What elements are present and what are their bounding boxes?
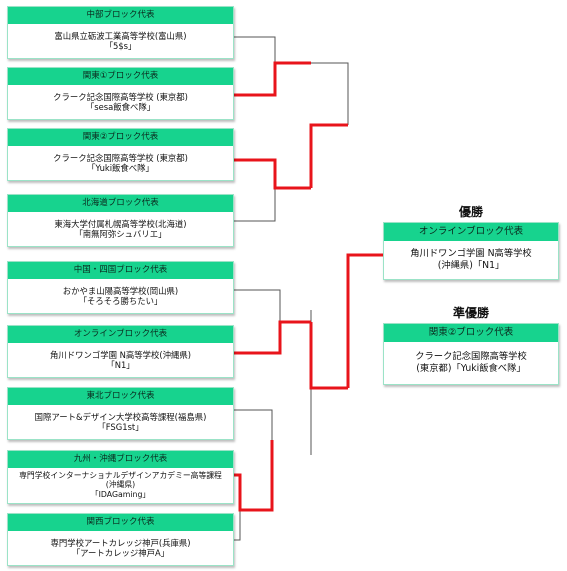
school-name: 専門学校インターナショナルデザインアカデミー高等課程(沖縄県) bbox=[19, 470, 222, 490]
line-kansai bbox=[234, 510, 241, 541]
line-chugoku bbox=[234, 289, 281, 322]
school-name: おかやま山陽高等学校(岡山県) bbox=[62, 285, 179, 296]
block-label: 中国・四国ブロック代表 bbox=[8, 262, 233, 279]
school-name: 専門学校アートカレッジ神戸(兵庫県) bbox=[50, 537, 191, 548]
team-card-online: オンラインブロック代表 角川ドワンゴ学園 N高等学校(沖縄県)「N1」 bbox=[7, 325, 234, 378]
team-name: 「アートカレッジ神戸A」 bbox=[71, 548, 170, 558]
runner-up-title: 準優勝 bbox=[452, 306, 489, 320]
school-name: 国際アート&デザイン大学校高等課程(福島県) bbox=[34, 411, 207, 422]
line-kyushu bbox=[234, 473, 274, 512]
winner-card: オンラインブロック代表 角川ドワンゴ学園 N高等学校(沖縄県)「N1」 bbox=[383, 222, 559, 280]
school-name: 角川ドワンゴ学園 N高等学校(沖縄県) bbox=[49, 349, 192, 360]
team-name: 「5$s」 bbox=[104, 41, 137, 51]
block-label: 中部ブロック代表 bbox=[8, 7, 233, 24]
team-name: 「FSG1st」 bbox=[97, 422, 144, 432]
runner-up-team: (東京都)「Yuki飯食べ隊」 bbox=[416, 363, 526, 374]
line-hokkaido bbox=[234, 188, 276, 222]
runner-up-school: クラーク記念国際高等学校 bbox=[415, 351, 527, 362]
team-card-kansai: 関西ブロック代表 専門学校アートカレッジ神戸(兵庫県)「アートカレッジ神戸A」 bbox=[7, 513, 234, 566]
runner-up-card: 関東②ブロック代表 クラーク記念国際高等学校(東京都)「Yuki飯食べ隊」 bbox=[383, 323, 559, 385]
block-label: 関東①ブロック代表 bbox=[8, 68, 233, 85]
team-card-chubu: 中部ブロック代表 富山県立砺波工業高等学校(富山県)「5$s」 bbox=[7, 6, 234, 59]
winner-block-label: オンラインブロック代表 bbox=[384, 223, 558, 241]
school-name: クラーク記念国際高等学校 (東京都) bbox=[53, 152, 188, 163]
line-final bbox=[346, 253, 385, 388]
team-card-chugoku: 中国・四国ブロック代表 おかやま山陽高等学校(岡山県)「そろそろ勝ちたい」 bbox=[7, 261, 234, 314]
loser-lines bbox=[234, 36, 349, 541]
block-label: オンラインブロック代表 bbox=[8, 326, 233, 343]
block-label: 東北ブロック代表 bbox=[8, 388, 233, 405]
team-name: 「そろそろ勝ちたい」 bbox=[78, 296, 163, 306]
line-r2-lower bbox=[309, 322, 348, 390]
line-tohoku bbox=[234, 409, 273, 440]
winner-title: 優勝 bbox=[458, 205, 483, 219]
team-card-kanto2: 関東②ブロック代表 クラーク記念国際高等学校 (東京都)「Yuki飯食べ隊」 bbox=[7, 128, 234, 181]
team-name: 「Yuki飯食べ隊」 bbox=[87, 163, 154, 173]
school-name: クラーク記念国際高等学校 (東京都) bbox=[53, 91, 188, 102]
block-label: 関東②ブロック代表 bbox=[8, 129, 233, 146]
line-r2-top bbox=[311, 62, 349, 125]
team-name: 「sesa飯食べ隊」 bbox=[85, 102, 156, 112]
team-name: 「南無阿弥シュバリエ」 bbox=[74, 229, 167, 239]
line-online bbox=[234, 320, 311, 355]
team-name: 「IDAGaming」 bbox=[90, 489, 151, 499]
runner-up-block-label: 関東②ブロック代表 bbox=[384, 324, 558, 342]
winner-lines bbox=[234, 61, 385, 512]
team-name: 「N1」 bbox=[106, 360, 135, 370]
block-label: 関西ブロック代表 bbox=[8, 514, 233, 531]
line-kanto2 bbox=[234, 158, 311, 190]
team-card-kanto1: 関東①ブロック代表 クラーク記念国際高等学校 (東京都)「sesa飯食べ隊」 bbox=[7, 67, 234, 120]
team-card-hokkaido: 北海道ブロック代表 東海大学付属札幌高等学校(北海道)「南無阿弥シュバリエ」 bbox=[7, 194, 234, 247]
winner-school: 角川ドワンゴ学園 N高等学校 bbox=[410, 248, 532, 259]
team-card-kyushu: 九州・沖縄ブロック代表 専門学校インターナショナルデザインアカデミー高等課程(沖… bbox=[7, 450, 234, 504]
block-label: 九州・沖縄ブロック代表 bbox=[8, 451, 233, 468]
line-r2-upper bbox=[309, 123, 348, 188]
school-name: 富山県立砺波工業高等学校(富山県) bbox=[54, 30, 187, 41]
line-chubu bbox=[234, 36, 276, 95]
line-kanto1 bbox=[234, 61, 311, 97]
team-card-tohoku: 東北ブロック代表 国際アート&デザイン大学校高等課程(福島県)「FSG1st」 bbox=[7, 387, 234, 440]
winner-team: (沖縄県)「N1」 bbox=[437, 260, 505, 271]
school-name: 東海大学付属札幌高等学校(北海道) bbox=[54, 218, 187, 229]
block-label: 北海道ブロック代表 bbox=[8, 195, 233, 212]
